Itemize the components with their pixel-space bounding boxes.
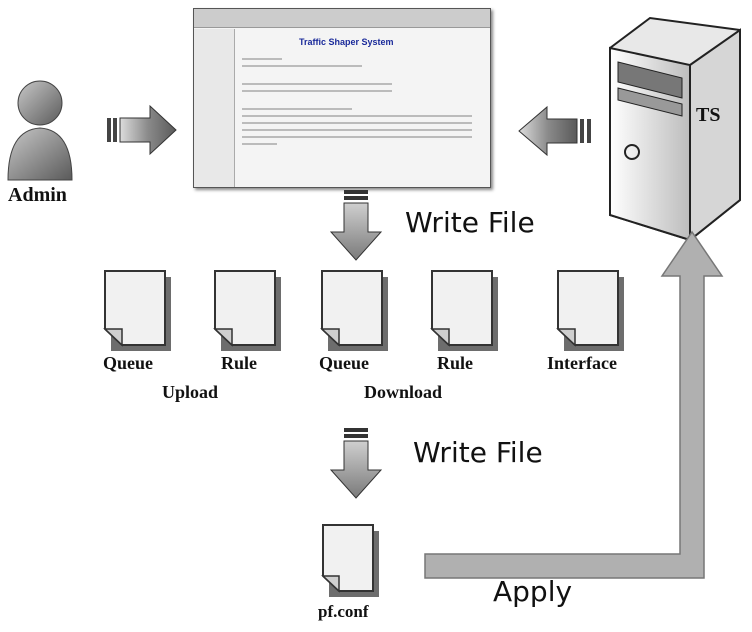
document-icon [103,270,171,351]
file-label-rule-upload: Rule [221,353,257,373]
arrow-icon [329,428,383,499]
admin-label: Admin [8,184,67,206]
file-label-interface: Interface [547,353,617,373]
file-label-queue-upload: Queue [103,353,154,373]
user-icon [7,80,73,181]
server-label: TS [696,104,721,126]
group-label-download: Download [364,382,443,402]
screenshot-sidebar [194,29,235,187]
write-file-label: Write File [405,206,535,239]
file-label-rule-download: Rule [437,353,473,373]
document-icon [556,270,624,351]
document-icon [430,270,498,351]
web-interface-screenshot: Traffic Shaper System [193,8,491,188]
screenshot-content [242,53,482,150]
arrow-icon [424,230,724,579]
document-icon [321,524,379,597]
config-label: pf.conf [318,602,369,621]
server-icon [609,16,741,243]
arrow-icon [329,190,383,261]
browser-toolbar [194,9,490,28]
screenshot-title: Traffic Shaper System [299,37,394,47]
write-file-label: Write File [413,436,543,469]
apply-label: Apply [493,575,573,608]
document-icon [320,270,388,351]
file-label-queue-download: Queue [319,353,370,373]
arrow-icon [518,105,591,157]
group-label-upload: Upload [162,382,219,402]
arrow-icon [107,104,177,156]
document-icon [213,270,281,351]
